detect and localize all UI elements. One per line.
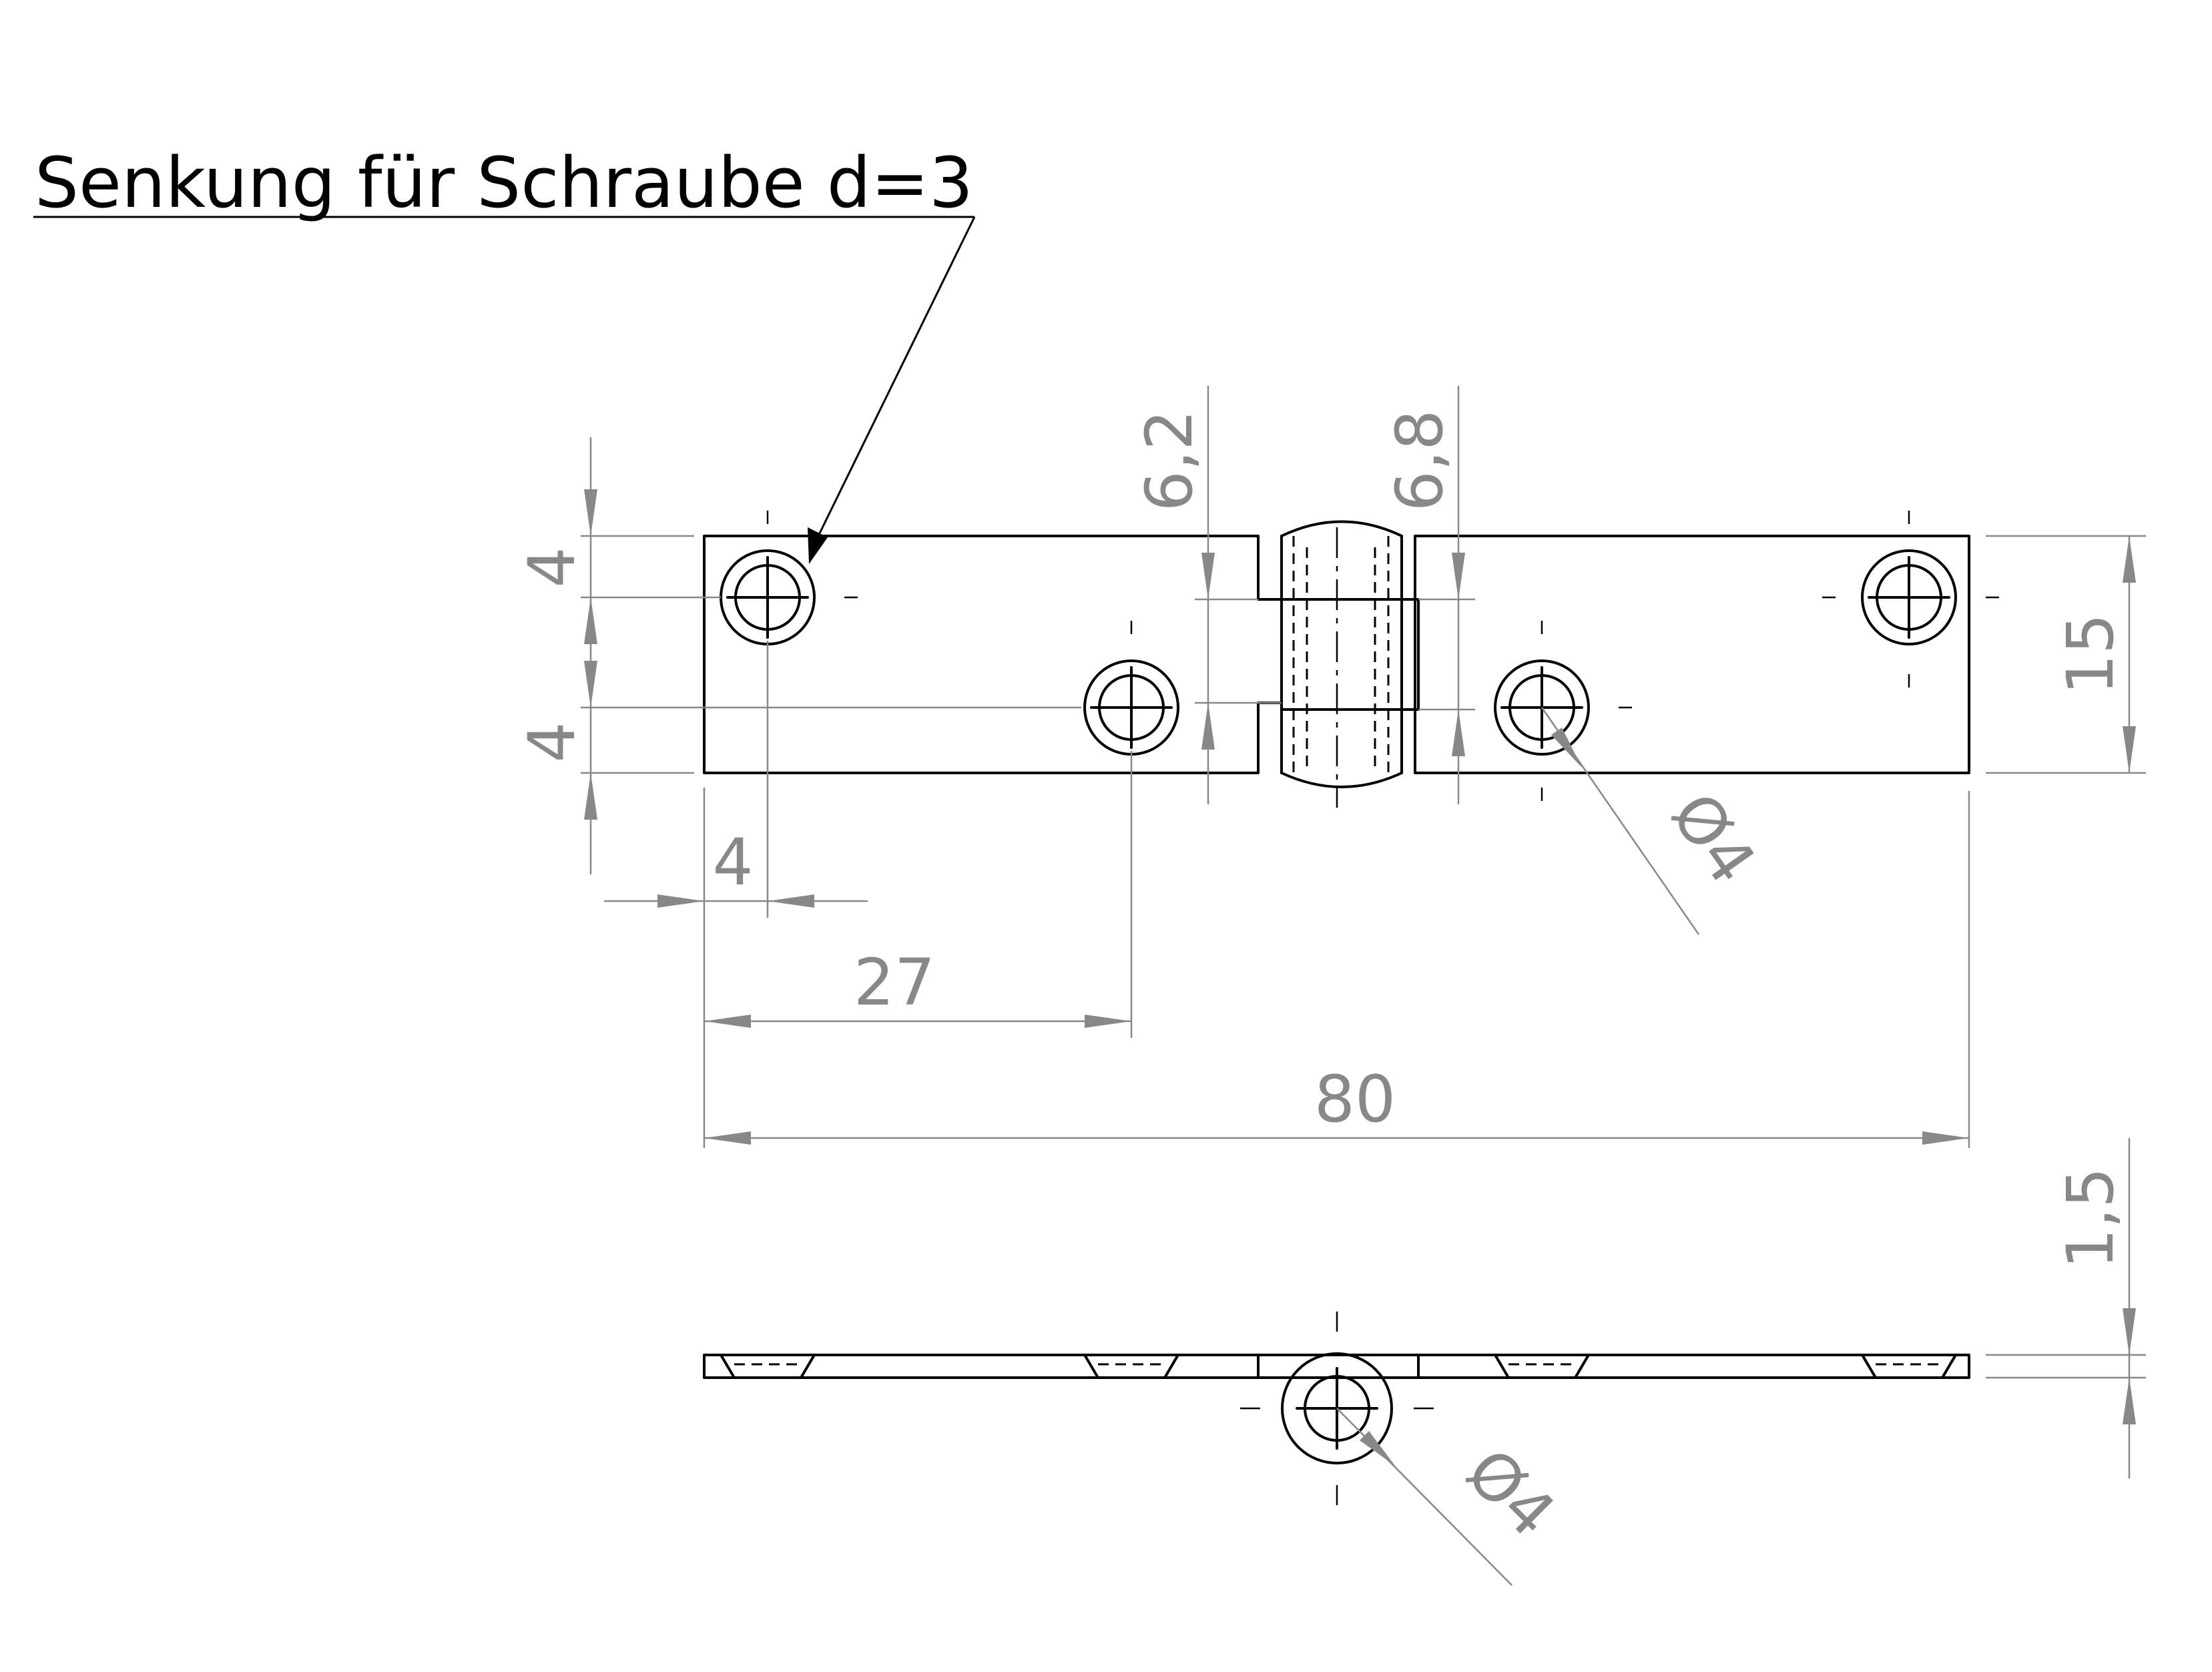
dim-label-pin-diameter: Ø4 [1452,1434,1569,1552]
right-leaf-outline [1414,535,1970,774]
dim-overall-width [1986,535,2146,774]
dim-knuckle-left [1195,386,1282,804]
hole-4 [1822,511,1999,687]
dim-hole-offset-x [604,641,868,1148]
dim-label-overall-width: 15 [2053,613,2128,695]
hole-1 [720,511,858,645]
countersink-note-leader [33,216,976,564]
countersink-marks [720,1354,1957,1379]
dim-knuckle-right [1418,386,1475,804]
dim-label-knuckle-left: 6,2 [1132,410,1207,512]
left-leaf-outline [703,535,1283,774]
dim-pin-diameter-leader [1336,1408,1512,1586]
dim-label-knuckle-right: 6,8 [1382,410,1457,512]
dim-hole-diameter-leader [1541,707,1700,935]
dim-label-hole-spacing-top: 4 [515,547,589,587]
hinge-side-view [703,1312,1970,1505]
dim-label-hole-offset-x: 4 [712,825,753,900]
countersink-note: Senkung für Schraube d=3 [35,142,973,224]
dim-label-hole-spacing-bottom: 4 [515,722,589,762]
dim-overall-length [704,791,1970,1148]
hinge-top-view [703,511,1999,808]
dim-second-hole-x [704,751,1133,1038]
hole-2 [1083,621,1179,756]
dim-label-second-hole-x: 27 [854,945,935,1020]
dim-label-thickness: 1,5 [2053,1167,2128,1270]
dim-thickness [1986,1138,2146,1478]
dim-label-overall-length: 80 [1314,1062,1396,1137]
dim-label-hole-diameter: Ø4 [1657,780,1770,897]
knuckle [1280,520,1420,808]
dim-vertical-left [581,437,1081,874]
